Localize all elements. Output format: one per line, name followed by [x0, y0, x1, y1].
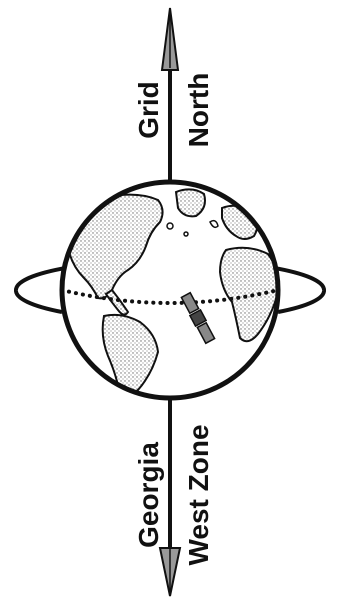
- label-grid: Grid: [133, 81, 164, 139]
- label-georgia: Georgia: [133, 442, 164, 548]
- label-north: North: [183, 73, 214, 148]
- globe-icon: [62, 182, 278, 398]
- label-west-zone: West Zone: [183, 424, 214, 565]
- axis-top: [162, 8, 178, 182]
- orbit-ring-front: [16, 290, 62, 312]
